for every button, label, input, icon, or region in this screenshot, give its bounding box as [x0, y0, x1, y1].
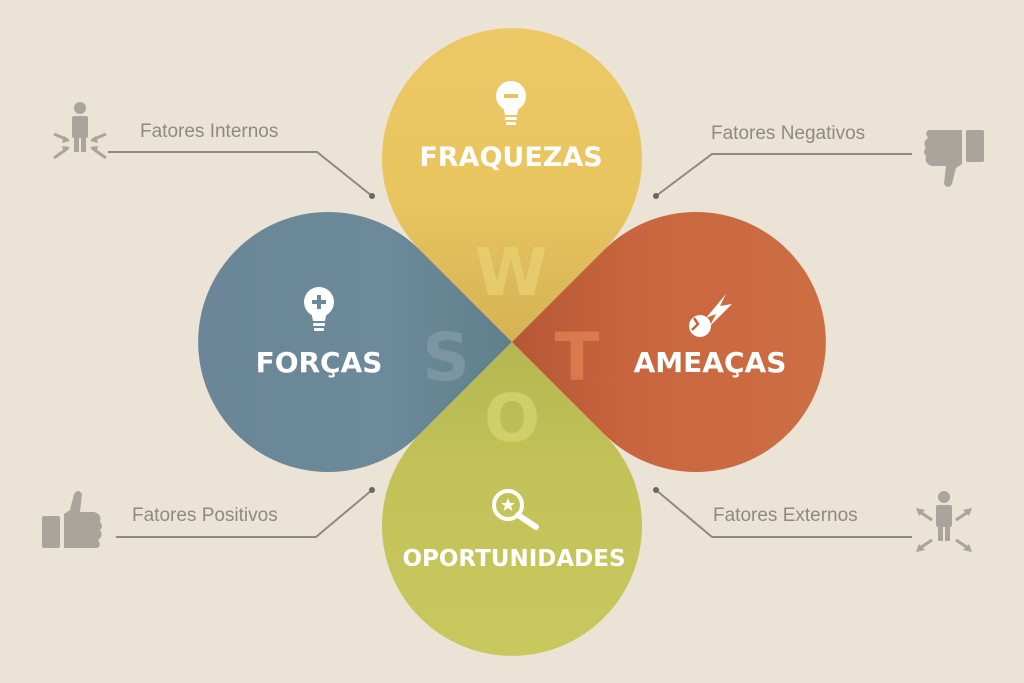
lightbulb-minus-icon — [496, 81, 526, 125]
magnifier-star-icon — [492, 489, 539, 530]
strengths-label: FORÇAS — [256, 346, 383, 379]
connector-positive-dot — [369, 487, 375, 493]
factor-positive-label: Fatores Positivos — [132, 505, 278, 526]
thumbs-down-icon — [924, 130, 984, 187]
person-arrows-in-icon — [53, 102, 107, 160]
factor-external-label: Fatores Externos — [713, 505, 858, 526]
threats-petal — [512, 212, 826, 473]
connector-positive — [116, 489, 373, 538]
connector-negative-dot — [653, 193, 659, 199]
weaknesses-label: FRAQUEZAS — [419, 142, 602, 173]
weaknesses-petal — [382, 28, 643, 342]
factor-internal-label: Fatores Internos — [140, 121, 278, 142]
connector-internal-dot — [369, 193, 375, 199]
connector-external-dot — [653, 487, 659, 493]
thumbs-up-icon — [42, 491, 102, 548]
strengths-petal — [198, 212, 512, 472]
opportunities-petal — [382, 342, 642, 656]
threats-label: AMEAÇAS — [634, 346, 787, 379]
lightbulb-plus-icon — [304, 287, 334, 331]
connector-internal — [108, 151, 373, 197]
letter-w: W — [475, 234, 548, 311]
factor-negative-label: Fatores Negativos — [711, 123, 865, 144]
letter-t: T — [554, 319, 599, 396]
connector-external — [655, 489, 912, 538]
letter-o: O — [484, 380, 540, 457]
lightning-strike-icon — [689, 294, 732, 337]
connector-negative — [655, 153, 912, 197]
person-arrows-out-icon — [916, 491, 972, 552]
letter-s: S — [422, 319, 470, 396]
opportunities-label: OPORTUNIDADES — [402, 546, 625, 572]
